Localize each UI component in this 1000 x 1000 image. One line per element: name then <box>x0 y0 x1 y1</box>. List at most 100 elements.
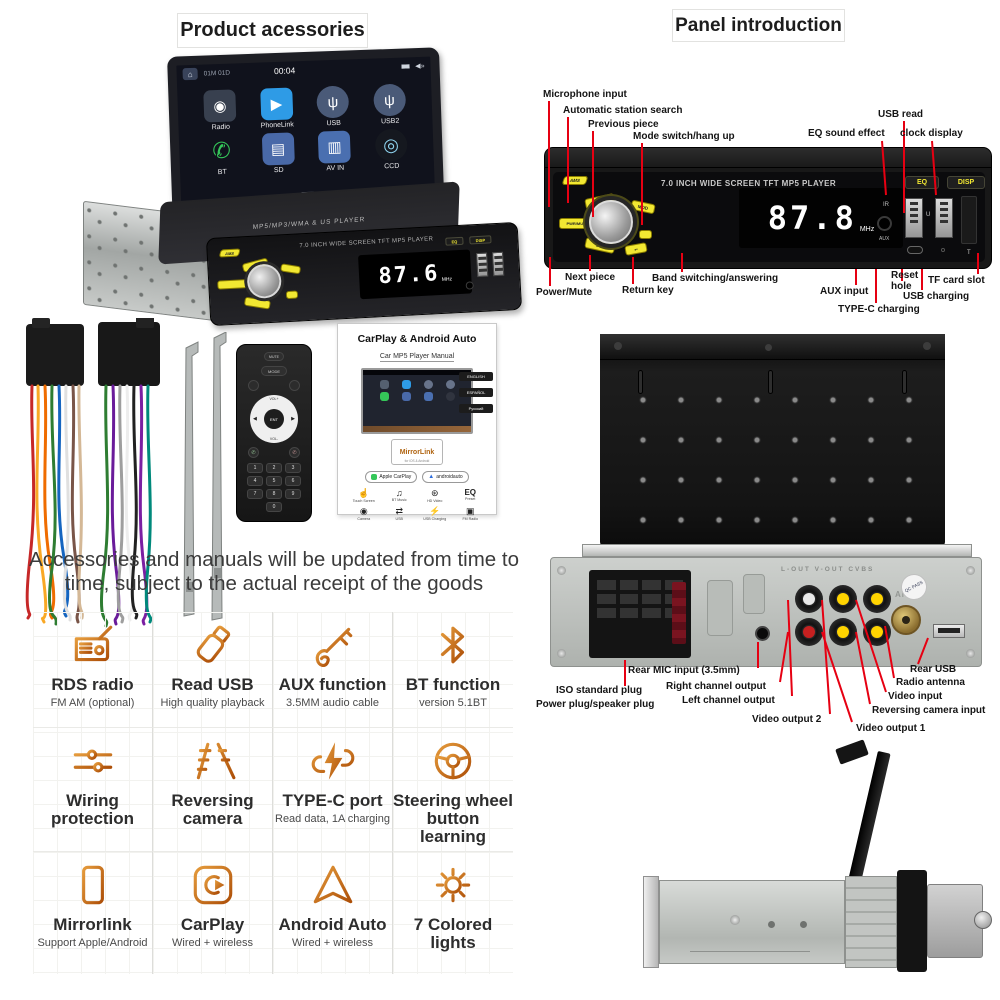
aux-function-icon <box>315 627 352 667</box>
screw <box>557 649 566 658</box>
avin-app-icon: ▥ <box>317 130 352 164</box>
remote-power-button[interactable] <box>289 380 300 391</box>
remote-dpad[interactable]: VOL+ VOL- ◀ ▶ ENT <box>250 395 298 443</box>
volume-knob[interactable] <box>246 263 283 300</box>
usb-app-icon: ψ <box>316 85 350 119</box>
reset-hole[interactable] <box>941 248 945 252</box>
manual-card: CarPlay & Android Auto Car MP5 Player Ma… <box>337 323 497 521</box>
eq-mini-button[interactable]: EQ <box>445 236 464 246</box>
remote-mute-button[interactable]: MUTE <box>264 352 284 361</box>
eq-button[interactable]: EQ <box>905 176 939 189</box>
manual-language-tags: ENGLISH ESPAÑOL Русский <box>459 372 493 413</box>
usb-port-2[interactable] <box>492 251 505 277</box>
remote-mode-button[interactable]: MODE <box>261 366 287 376</box>
antenna-connector[interactable] <box>891 605 921 635</box>
usb-port-2[interactable] <box>935 198 953 238</box>
rear-usb-port[interactable] <box>933 624 965 638</box>
rca-right-out[interactable] <box>795 618 823 646</box>
feature-reversing-camera: Reversing camera <box>153 728 273 852</box>
mini-display: 87.6 MHz <box>358 249 473 300</box>
ir-label: IR <box>883 202 889 208</box>
left-title-text: Product acessories <box>180 19 365 41</box>
embossed-panel <box>707 580 733 636</box>
fm-radio-icon: ▣ <box>465 506 475 516</box>
usb-port-1[interactable] <box>476 252 489 278</box>
panel-brand-text: 7.0 INCH WIDE SCREEN TFT MP5 PLAYER <box>661 179 837 188</box>
camera-icon: ◉ <box>359 506 368 516</box>
typec-port[interactable] <box>907 246 923 254</box>
head-unit-face: 7.0 INCH WIDE SCREEN TFT MP5 PLAYER AMS … <box>205 221 523 327</box>
feature-steering: Steering wheel button learning <box>393 728 513 852</box>
usb-charging-icon: ⚡ <box>429 506 441 516</box>
rca-video-out[interactable] <box>829 585 857 613</box>
rear-panel-diagram: L-OUT V-OUT CVBS ANT QC PASS <box>530 330 1000 748</box>
rca-stamp-text: L-OUT V-OUT CVBS <box>781 566 875 573</box>
right-title-text: Panel introduction <box>675 14 842 36</box>
usb-icon: ⇄ <box>395 506 404 516</box>
t-label: T <box>967 250 971 256</box>
tf-card-slot[interactable] <box>961 196 977 244</box>
usb-port-1[interactable] <box>905 198 923 238</box>
home-icon[interactable]: ⌂ <box>182 67 198 81</box>
ams-button[interactable]: AMS <box>218 248 241 258</box>
sd-app-icon: ▤ <box>261 132 295 166</box>
rca-cvbs[interactable] <box>863 585 891 613</box>
radio-app-icon: ◉ <box>203 89 237 123</box>
aux-jack[interactable] <box>465 281 474 290</box>
manual-screenshot <box>361 368 473 434</box>
manual-subtitle: Car MP5 Player Manual <box>379 353 455 362</box>
band-button[interactable] <box>285 290 299 300</box>
rca-video-out-2[interactable] <box>829 618 857 646</box>
iso-connector[interactable] <box>589 570 691 658</box>
remote-call-button[interactable]: ✆ <box>248 447 259 458</box>
mode-button[interactable] <box>280 263 302 275</box>
front-panel: 7.0 INCH WIDE SCREEN TFT MP5 PLAYER AMS … <box>544 147 992 269</box>
hd-video-icon: ⊛ <box>430 488 439 498</box>
usb2-app-icon: ψ <box>372 83 406 117</box>
right-section-title: Panel introduction <box>672 9 845 42</box>
u-label: U <box>926 212 931 218</box>
app-phonelink[interactable]: ▶PhoneLink <box>248 87 306 130</box>
wiring-protection-icon <box>73 749 112 773</box>
side-connector <box>974 911 992 929</box>
power-button[interactable] <box>217 279 248 290</box>
front-panel-diagram: Microphone input Automatic station searc… <box>530 85 1000 325</box>
typec-port-icon <box>311 742 354 780</box>
app-radio[interactable]: ◉Radio <box>191 89 249 132</box>
app-avin[interactable]: ▥AV IN <box>306 130 364 173</box>
fuse <box>672 582 686 644</box>
app-sd[interactable]: ▤SD <box>249 132 307 175</box>
remote-hangup-button[interactable]: ✆ <box>289 447 300 458</box>
rear-mic-jack[interactable] <box>755 626 770 641</box>
app-bt[interactable]: ✆BT <box>193 134 251 177</box>
feature-colored-lights: 7 Colored lights <box>393 852 513 974</box>
chassis-top-edge <box>582 544 972 557</box>
disp-mini-button[interactable]: DISP <box>469 235 492 245</box>
frequency-display: 87.8 MHz <box>739 188 903 248</box>
rca-left-out[interactable] <box>795 585 823 613</box>
volume-knob[interactable] <box>589 200 633 244</box>
status-date: 01M 01D <box>203 69 231 78</box>
app-ccd[interactable]: ◎CCD <box>362 128 420 171</box>
remote-ent-button[interactable]: ENT <box>264 409 284 429</box>
face-brand-text: 7.0 INCH WIDE SCREEN TFT MP5 PLAYER <box>299 236 434 250</box>
frequency-readout: 87.6 <box>377 260 441 289</box>
next-button[interactable] <box>243 296 271 310</box>
android-auto-icon <box>313 865 352 904</box>
unit-chassis <box>643 870 992 972</box>
disp-button[interactable]: DISP <box>947 176 985 189</box>
remote-eject-button[interactable] <box>248 380 259 391</box>
band-button[interactable] <box>639 230 652 239</box>
flip-panel-text: MP5/MP3/WMA & US PLAYER <box>252 215 366 231</box>
frequency-readout: 87.8 <box>767 199 857 237</box>
aux-jack[interactable] <box>877 216 892 231</box>
